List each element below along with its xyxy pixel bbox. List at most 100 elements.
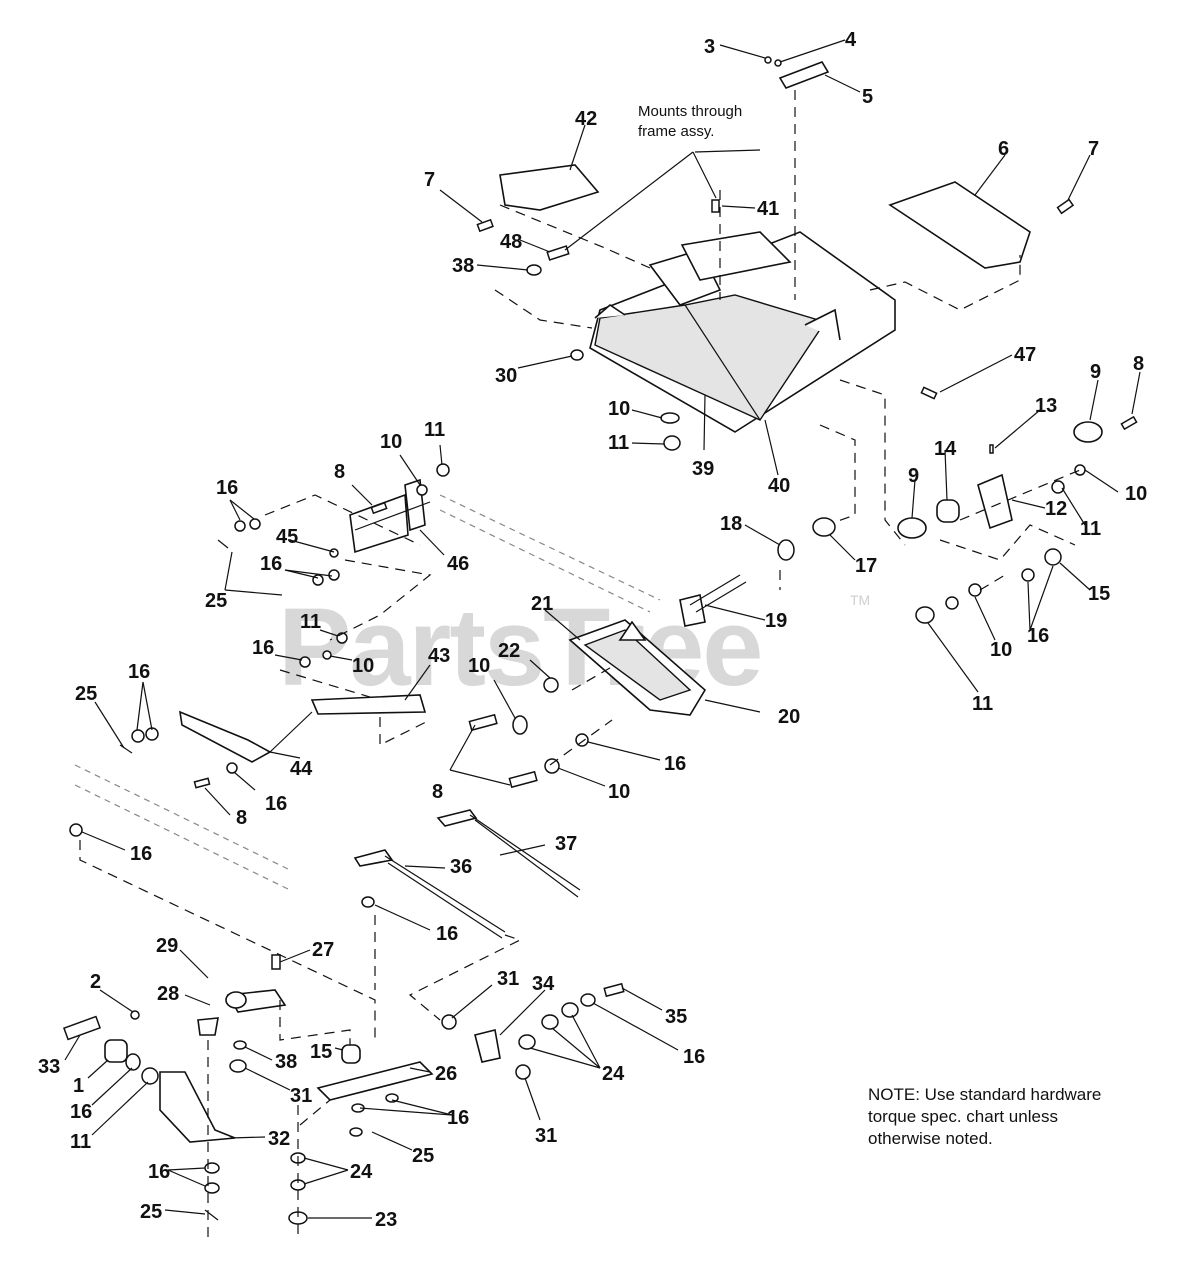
screw-47 xyxy=(920,386,938,400)
callout-20: 20 xyxy=(778,706,800,728)
torque-note-line1: NOTE: Use standard hardware xyxy=(868,1085,1102,1104)
callout-48: 48 xyxy=(500,231,522,253)
lower-bracket-assembly xyxy=(441,982,625,1080)
callout-42: 42 xyxy=(575,108,597,130)
callout-15-low: 15 xyxy=(310,1041,332,1063)
callout-11-top: 11 xyxy=(608,432,629,454)
callout-31-low-left: 31 xyxy=(290,1085,312,1107)
callout-41: 41 xyxy=(757,198,779,220)
mounts-through-label-line2: frame assy. xyxy=(638,123,714,140)
callout-11-right-low: 11 xyxy=(972,693,993,715)
callout-10-top: 10 xyxy=(608,398,630,420)
callout-16-mid: 16 xyxy=(260,553,282,575)
nut-3 xyxy=(764,56,772,64)
callout-16-bottom-right: 16 xyxy=(683,1046,705,1068)
callout-17: 17 xyxy=(855,555,877,577)
callout-9-right: 9 xyxy=(1090,361,1101,383)
callout-34: 34 xyxy=(532,973,555,995)
torque-note-line3: otherwise noted. xyxy=(868,1129,993,1148)
frame-plate-assembly xyxy=(589,231,896,433)
callout-33: 33 xyxy=(38,1056,60,1078)
callout-16-mid-low: 16 xyxy=(252,637,274,659)
washer-4 xyxy=(774,59,782,67)
callout-7-right: 7 xyxy=(1088,138,1099,160)
callout-3: 3 xyxy=(704,36,715,58)
washer-38-top xyxy=(526,264,542,276)
callout-19: 19 xyxy=(765,610,787,632)
callout-24-mid: 24 xyxy=(602,1063,625,1085)
link-43 xyxy=(310,694,427,715)
callout-27: 27 xyxy=(312,939,334,961)
callout-9-left: 9 xyxy=(908,465,919,487)
callout-13: 13 xyxy=(1035,395,1057,417)
callout-36: 36 xyxy=(450,856,472,878)
stud-41 xyxy=(711,199,720,213)
callout-44: 44 xyxy=(290,758,313,780)
callout-16-rod: 16 xyxy=(436,923,458,945)
callout-10-upper: 10 xyxy=(380,431,402,453)
callout-38-top: 38 xyxy=(452,255,474,277)
callout-leaders xyxy=(64,39,1141,1219)
callout-10-pedal-low: 10 xyxy=(608,781,630,803)
torque-note-line2: torque spec. chart unless xyxy=(868,1107,1058,1126)
callout-11-mid: 11 xyxy=(300,611,321,633)
callout-8-pedal: 8 xyxy=(432,781,443,803)
callout-25-low-mid: 25 xyxy=(412,1145,434,1167)
cover-plate-42 xyxy=(499,164,600,211)
callout-46: 46 xyxy=(447,553,469,575)
callout-38-low: 38 xyxy=(275,1051,297,1073)
callout-35: 35 xyxy=(665,1006,687,1028)
callout-22: 22 xyxy=(498,640,520,662)
callout-10-mid: 10 xyxy=(352,655,374,677)
pedal-assembly xyxy=(468,517,836,789)
callout-37: 37 xyxy=(555,833,577,855)
callout-45: 45 xyxy=(276,526,298,548)
bracket-bar-5 xyxy=(778,61,830,89)
callout-31-low-right: 31 xyxy=(535,1125,557,1147)
callout-16-left-low: 16 xyxy=(130,843,152,865)
callout-16-pedal: 16 xyxy=(664,753,686,775)
callout-32: 32 xyxy=(268,1128,290,1150)
callout-14: 14 xyxy=(934,438,957,460)
callout-21: 21 xyxy=(531,593,553,615)
callout-16-upper: 16 xyxy=(216,477,238,499)
callout-12: 12 xyxy=(1045,498,1067,520)
callout-31-mid: 31 xyxy=(497,968,519,990)
callout-5: 5 xyxy=(862,86,873,108)
callout-40: 40 xyxy=(768,475,790,497)
callout-25-bottom: 25 xyxy=(140,1201,162,1223)
washer-16-left xyxy=(69,823,83,837)
lower-lever-assembly xyxy=(63,954,434,1225)
callout-numbers: 3 4 5 42 6 7 7 41 48 38 47 30 10 11 39 4… xyxy=(38,29,1147,1231)
callout-6: 6 xyxy=(998,138,1009,160)
callout-24-low: 24 xyxy=(350,1161,373,1183)
callout-18: 18 xyxy=(720,513,742,535)
callout-25-left: 25 xyxy=(75,683,97,705)
callout-15-right: 15 xyxy=(1088,583,1110,605)
callout-28: 28 xyxy=(157,983,179,1005)
callout-30: 30 xyxy=(495,365,517,387)
callout-11-right: 11 xyxy=(1080,518,1101,540)
watermark-trademark: TM xyxy=(850,592,870,608)
callout-10-pedal: 10 xyxy=(468,655,490,677)
callout-47: 47 xyxy=(1014,344,1036,366)
left-bracket-assembly xyxy=(217,463,661,668)
callout-16-bottom: 16 xyxy=(148,1161,170,1183)
link-44 xyxy=(178,710,272,763)
callout-23: 23 xyxy=(375,1209,397,1231)
callout-43: 43 xyxy=(428,645,450,667)
callout-11-bottom-left: 11 xyxy=(70,1131,91,1153)
nut-11-top xyxy=(663,435,681,451)
stud-48 xyxy=(546,245,570,261)
cover-plate-6 xyxy=(888,181,1031,269)
callout-8-upper: 8 xyxy=(334,461,345,483)
callout-16-bottom-left: 16 xyxy=(70,1101,92,1123)
callout-16-right: 16 xyxy=(1027,625,1049,647)
callout-2: 2 xyxy=(90,971,101,993)
callout-1: 1 xyxy=(73,1075,84,1097)
washer-30 xyxy=(570,349,584,361)
callout-7-left: 7 xyxy=(424,169,435,191)
bolt-7-left xyxy=(476,218,494,233)
callout-26: 26 xyxy=(435,1063,457,1085)
callout-16-low-mid: 16 xyxy=(447,1107,469,1129)
